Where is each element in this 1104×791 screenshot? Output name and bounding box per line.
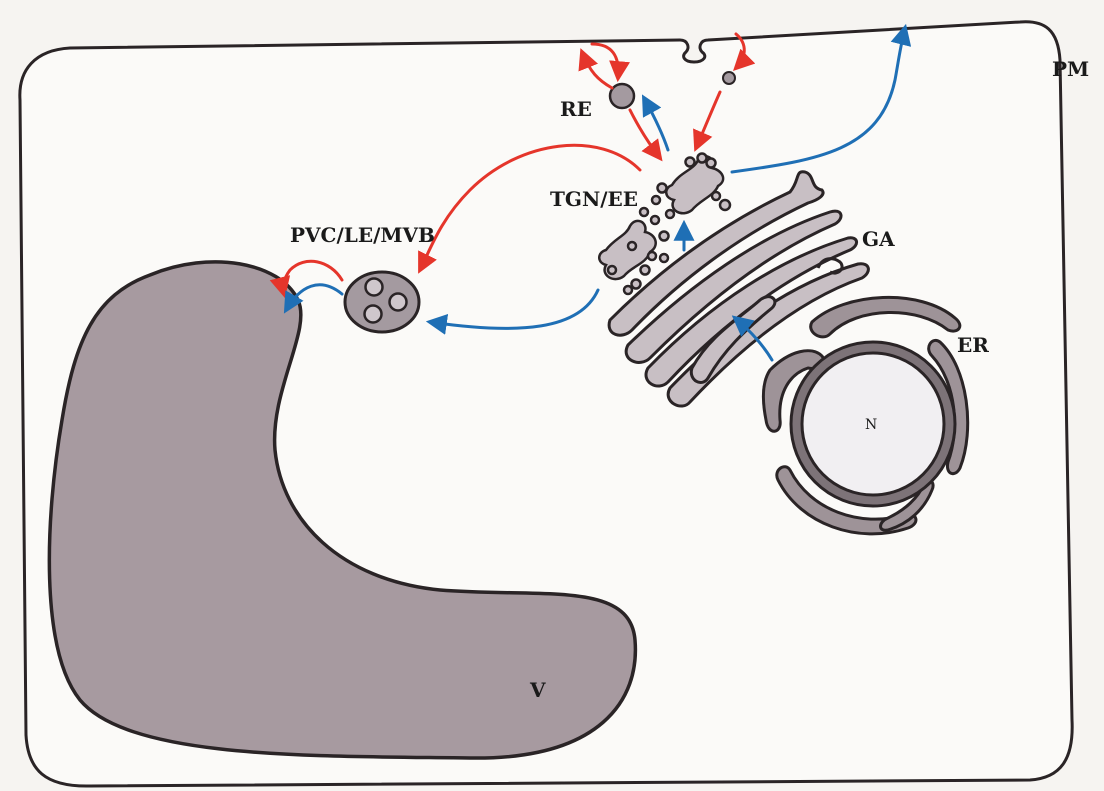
label-pvc-le-mvb: PVC/LE/MVB xyxy=(290,223,435,247)
label-n: N xyxy=(865,417,877,433)
recycling-endosome xyxy=(610,84,634,108)
label-tgn-ee: TGN/EE xyxy=(550,187,638,211)
label-ga: GA xyxy=(862,227,895,251)
label-re: RE xyxy=(560,97,592,121)
label-v: V xyxy=(529,678,546,702)
endocytic-vesicle xyxy=(723,72,735,84)
label-er: ER xyxy=(957,333,989,357)
label-pm: PM xyxy=(1052,57,1089,81)
multivesicular-body xyxy=(345,272,419,332)
